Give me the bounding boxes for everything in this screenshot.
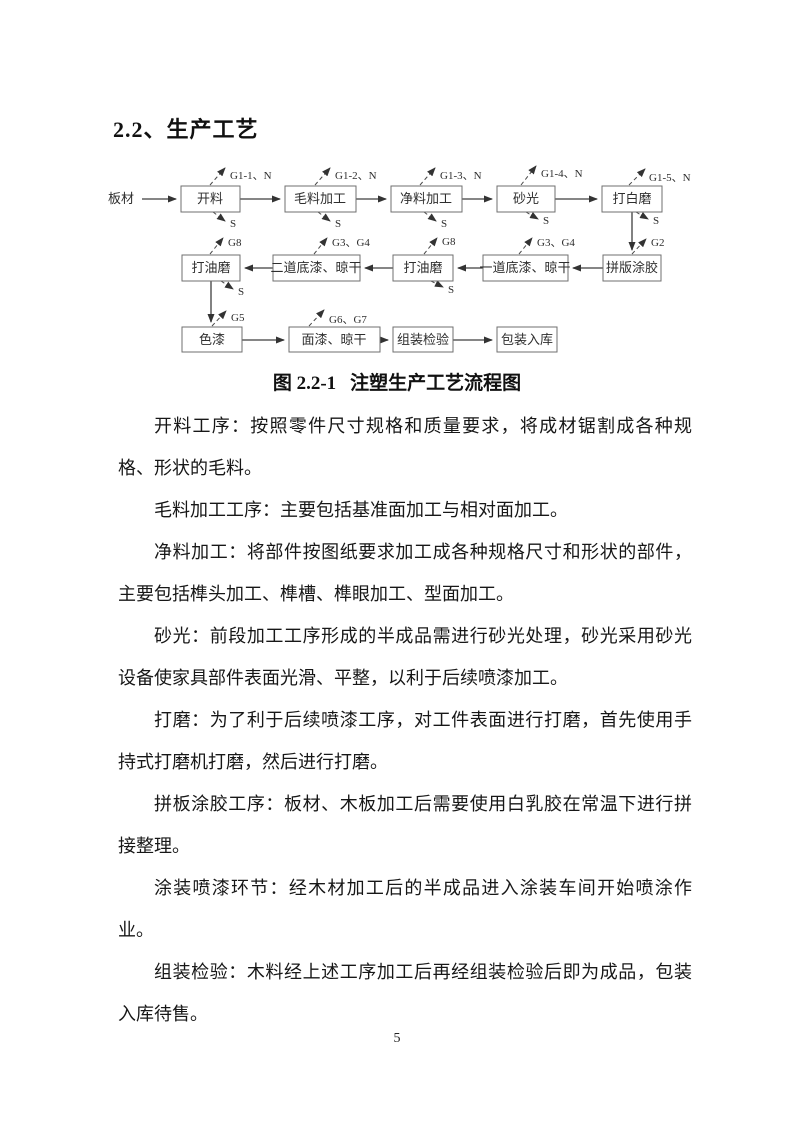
label-g8-2: G8 xyxy=(442,236,456,248)
svg-text:包装入库: 包装入库 xyxy=(501,332,553,347)
svg-text:开料: 开料 xyxy=(197,191,223,206)
paragraph-pinban: 拼板涂胶工序：板材、木板加工后需要使用白乳胶在常温下进行拼接整理。 xyxy=(118,794,692,856)
svg-text:一道底漆、晾干: 一道底漆、晾干 xyxy=(479,260,570,275)
svg-text:色漆: 色漆 xyxy=(199,332,225,347)
flow-node-kailiao: 开料 xyxy=(180,185,241,213)
svg-text:二道底漆、晾干: 二道底漆、晾干 xyxy=(270,260,361,275)
label-s-7: S xyxy=(448,284,454,296)
flow-arrows xyxy=(142,195,636,344)
paragraph-jingliao: 净料加工：将部件按图纸要求加工成各种规格尺寸和形状的部件，主要包括榫头加工、榫槽… xyxy=(118,542,692,604)
label-s-3: S xyxy=(441,218,447,230)
page-number: 5 xyxy=(393,1031,401,1046)
paragraph-tuzhuang: 涂装喷漆环节：经木材加工后的半成品进入涂装车间开始喷涂作业。 xyxy=(118,878,692,940)
label-s-1: S xyxy=(230,218,236,230)
flow-node-jingliao-jiagong: 净料加工 xyxy=(390,185,463,213)
svg-text:净料加工: 净料加工 xyxy=(400,191,452,206)
svg-text:组装检验: 组装检验 xyxy=(397,332,449,347)
label-g1-3: G1-3、N xyxy=(440,170,482,182)
label-s-4: S xyxy=(543,215,549,227)
flow-node-pinban-tujiao: 拼版涂胶 xyxy=(602,254,662,282)
process-flowchart: 板材 xyxy=(108,165,691,353)
paragraph-kailiao: 开料工序：按照零件尺寸规格和质量要求，将成材锯割成各种规格、形状的毛料。 xyxy=(118,416,692,478)
flow-emission-arrows xyxy=(209,165,649,327)
svg-text:毛料加工: 毛料加工 xyxy=(294,191,346,206)
paragraph-damo: 打磨：为了利于后续喷漆工序，对工件表面进行打磨，首先使用手持式打磨机打磨，然后进… xyxy=(118,710,692,772)
flow-node-erdao-diqi: 二道底漆、晾干 xyxy=(270,254,362,282)
flow-node-dabaimo: 打白磨 xyxy=(601,185,663,213)
label-g1-1: G1-1、N xyxy=(230,170,272,182)
label-g6g7: G6、G7 xyxy=(329,314,367,326)
flow-node-zuzhuang-jianyan: 组装检验 xyxy=(392,326,454,353)
flow-node-yidao-diqi: 一道底漆、晾干 xyxy=(479,254,571,282)
svg-text:面漆、晾干: 面漆、晾干 xyxy=(301,332,366,347)
figure-caption-number: 图 2.2-1 xyxy=(272,373,337,394)
paragraph-shaguang: 砂光：前段加工工序形成的半成品需进行砂光处理，砂光采用砂光设备使家具部件表面光滑… xyxy=(118,626,692,688)
label-g1-2: G1-2、N xyxy=(335,170,377,182)
flow-node-dayoumo-right: 打油磨 xyxy=(392,254,454,282)
body-text: 开料工序：按照零件尺寸规格和质量要求，将成材锯割成各种规格、形状的毛料。 毛料加… xyxy=(118,405,692,1035)
label-s-6: S xyxy=(238,286,244,298)
label-g3g4-2: G3、G4 xyxy=(537,237,575,249)
label-g3g4-1: G3、G4 xyxy=(332,237,370,249)
paragraph-zuzhuang: 组装检验：木料经上述工序加工后再经组装检验后即为成品，包装入库待售。 xyxy=(118,962,692,1024)
svg-text:拼版涂胶: 拼版涂胶 xyxy=(606,260,658,275)
svg-text:打油磨: 打油磨 xyxy=(191,260,230,275)
section-title: 2.2、生产工艺 xyxy=(113,117,259,142)
label-g1-5: G1-5、N xyxy=(649,172,691,184)
label-g8-1: G8 xyxy=(228,237,242,249)
svg-text:砂光: 砂光 xyxy=(513,191,539,206)
svg-text:打油磨: 打油磨 xyxy=(403,260,442,275)
flow-node-baozhuang-ruku: 包装入库 xyxy=(496,326,558,353)
label-g1-4: G1-4、N xyxy=(541,168,583,180)
flow-input-label: 板材 xyxy=(108,191,134,206)
flow-node-seqi: 色漆 xyxy=(181,326,243,353)
flow-node-mianqi: 面漆、晾干 xyxy=(288,326,381,353)
figure-caption: 图 2.2-1 注塑生产工艺流程图 xyxy=(0,368,794,395)
label-g2: G2 xyxy=(651,237,664,249)
flow-node-maoliao-jiagong: 毛料加工 xyxy=(284,185,357,213)
paragraph-maoliao: 毛料加工工序：主要包括基准面加工与相对面加工。 xyxy=(154,500,568,520)
svg-text:打白磨: 打白磨 xyxy=(612,191,651,206)
label-s-5: S xyxy=(653,215,659,227)
label-g5: G5 xyxy=(231,312,245,324)
flow-node-dayoumo-left: 打油磨 xyxy=(181,254,241,282)
flow-emission-labels: G1-1、N G1-2、N G1-3、N G1-4、N G1-5、N S S S… xyxy=(228,168,691,326)
figure-caption-text: 注塑生产工艺流程图 xyxy=(350,373,522,394)
label-s-2: S xyxy=(335,218,341,230)
flow-node-shaguang: 砂光 xyxy=(496,185,556,213)
